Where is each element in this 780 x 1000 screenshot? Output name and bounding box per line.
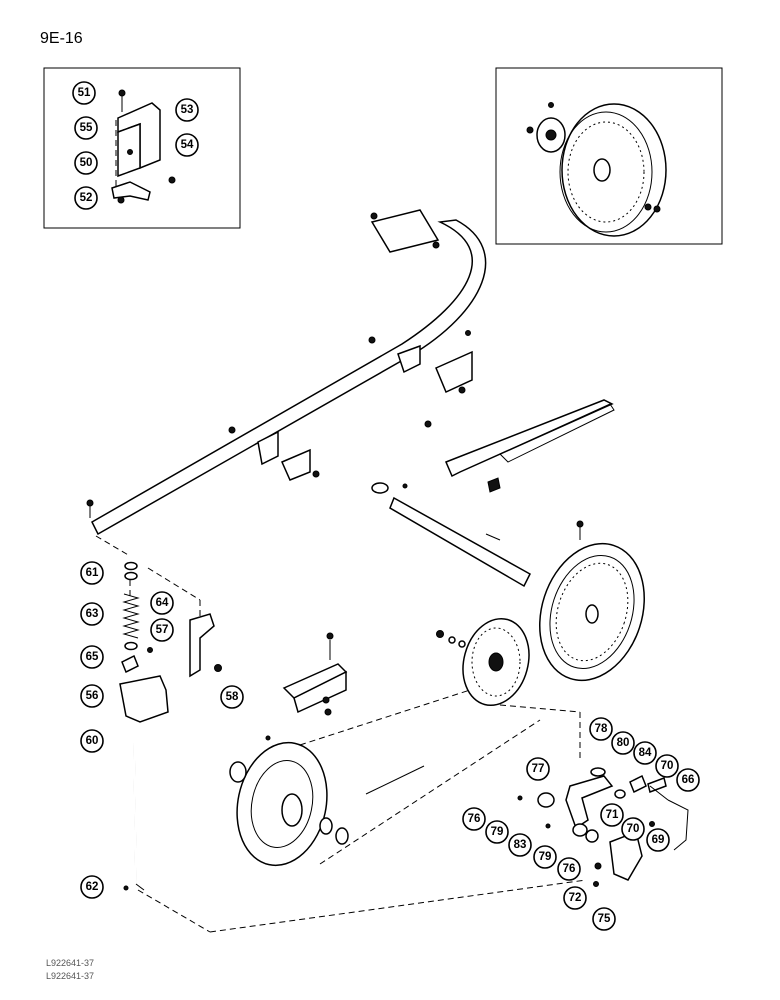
callout-66: 66 bbox=[676, 768, 700, 792]
svg-text:64: 64 bbox=[156, 597, 169, 609]
svg-text:80: 80 bbox=[617, 737, 630, 749]
page-number: 9E-16 bbox=[40, 30, 83, 47]
svg-text:61: 61 bbox=[86, 567, 99, 579]
callout-52: 52 bbox=[74, 186, 98, 210]
belt-path-lines bbox=[299, 689, 581, 865]
svg-text:52: 52 bbox=[80, 192, 93, 204]
svg-text:60: 60 bbox=[86, 735, 99, 747]
svg-text:79: 79 bbox=[539, 851, 552, 863]
callout-55: 55 bbox=[74, 116, 98, 140]
svg-text:50: 50 bbox=[80, 157, 93, 169]
callout-50: 50 bbox=[74, 151, 98, 175]
callout-78: 78 bbox=[589, 717, 613, 741]
callout-75: 75 bbox=[592, 907, 616, 931]
callout-62: 62 bbox=[80, 875, 104, 899]
svg-text:53: 53 bbox=[181, 104, 194, 116]
callout-79-lower: 79 bbox=[533, 845, 557, 869]
callout-79-upper: 79 bbox=[485, 820, 509, 844]
svg-text:84: 84 bbox=[639, 747, 652, 759]
callout-60: 60 bbox=[80, 729, 104, 753]
callout-65: 65 bbox=[80, 645, 104, 669]
svg-text:79: 79 bbox=[491, 826, 504, 838]
lever-assembly bbox=[517, 767, 689, 887]
callout-63: 63 bbox=[80, 602, 104, 626]
svg-text:55: 55 bbox=[80, 122, 93, 134]
svg-text:76: 76 bbox=[468, 813, 481, 825]
callout-71: 71 bbox=[600, 803, 624, 827]
callout-83: 83 bbox=[508, 833, 532, 857]
idler-bracket bbox=[282, 632, 348, 716]
svg-text:63: 63 bbox=[86, 608, 99, 620]
callout-69: 69 bbox=[646, 828, 670, 852]
callout-57: 57 bbox=[150, 618, 174, 642]
adjuster-arm bbox=[424, 399, 615, 493]
svg-text:72: 72 bbox=[569, 892, 582, 904]
svg-text:78: 78 bbox=[595, 723, 608, 735]
callout-70-lower: 70 bbox=[621, 817, 645, 841]
callout-56: 56 bbox=[80, 684, 104, 708]
svg-text:65: 65 bbox=[86, 651, 99, 663]
callout-77: 77 bbox=[526, 757, 550, 781]
svg-text:83: 83 bbox=[514, 839, 527, 851]
callout-51: 51 bbox=[72, 81, 96, 105]
idler-pulley bbox=[436, 617, 530, 707]
inset-pulley-parts bbox=[526, 102, 667, 237]
svg-text:58: 58 bbox=[226, 691, 239, 703]
frame-tube bbox=[86, 209, 487, 536]
svg-text:70: 70 bbox=[661, 760, 674, 772]
svg-text:56: 56 bbox=[86, 690, 99, 702]
svg-text:57: 57 bbox=[156, 624, 169, 636]
callout-84: 84 bbox=[633, 741, 657, 765]
callout-64: 64 bbox=[150, 591, 174, 615]
callout-54: 54 bbox=[175, 133, 199, 157]
svg-text:69: 69 bbox=[652, 834, 665, 846]
inset-pulley-detail bbox=[495, 67, 723, 245]
large-pulley bbox=[539, 520, 645, 682]
figure-code-1: L922641-37 bbox=[46, 958, 95, 968]
callout-76-upper: 76 bbox=[462, 807, 486, 831]
callout-61: 61 bbox=[80, 561, 104, 585]
svg-text:62: 62 bbox=[86, 881, 99, 893]
drive-pulley bbox=[229, 735, 425, 867]
callout-53: 53 bbox=[175, 98, 199, 122]
callout-72: 72 bbox=[563, 886, 587, 910]
shaft bbox=[371, 482, 531, 588]
inset-bracket-detail bbox=[43, 67, 241, 229]
svg-text:51: 51 bbox=[78, 87, 91, 99]
svg-text:54: 54 bbox=[181, 139, 194, 151]
callout-76-lower: 76 bbox=[557, 857, 581, 881]
figure-code-2: L922641-37 bbox=[46, 971, 95, 981]
svg-text:66: 66 bbox=[682, 774, 695, 786]
svg-text:77: 77 bbox=[532, 763, 545, 775]
inset-bracket-parts bbox=[111, 89, 176, 204]
callout-58: 58 bbox=[220, 685, 244, 709]
svg-text:70: 70 bbox=[627, 823, 640, 835]
spring-rod-assembly bbox=[95, 535, 587, 933]
callout-70-upper: 70 bbox=[655, 754, 679, 778]
callout-80: 80 bbox=[611, 731, 635, 755]
svg-text:75: 75 bbox=[598, 913, 611, 925]
svg-text:76: 76 bbox=[563, 863, 576, 875]
svg-text:71: 71 bbox=[606, 809, 619, 821]
